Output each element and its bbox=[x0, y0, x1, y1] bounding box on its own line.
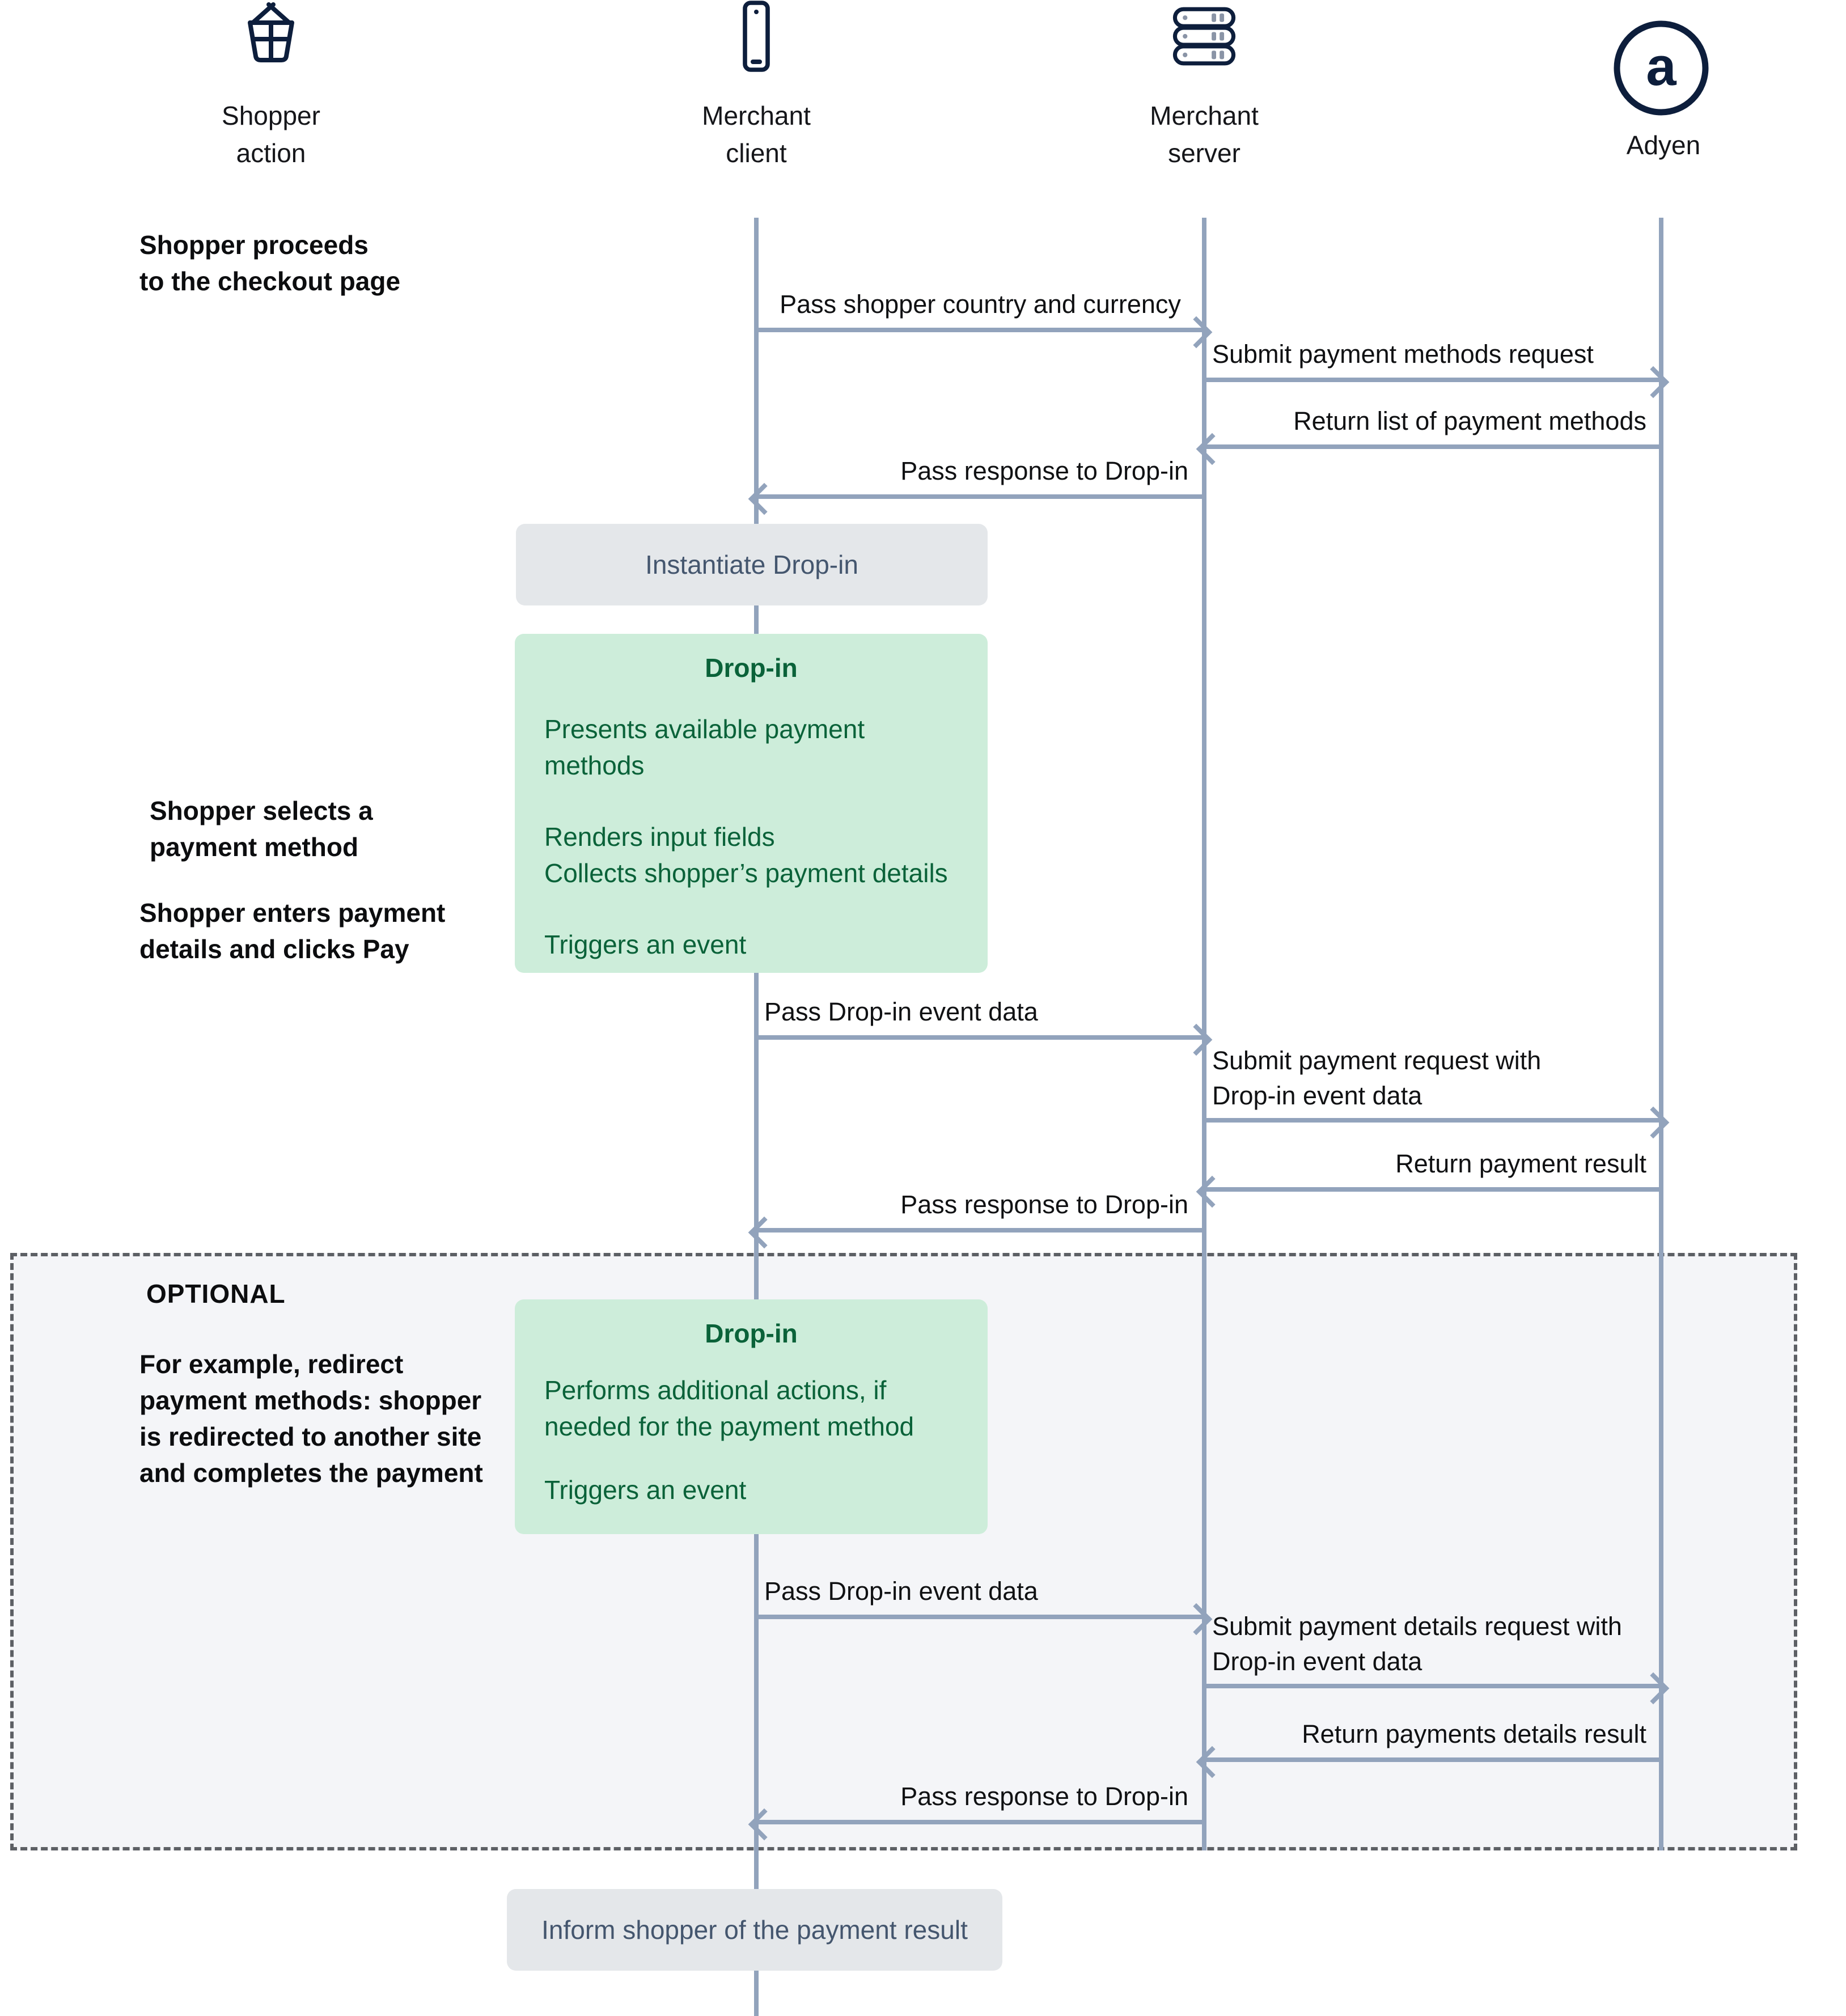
arrow-return-payment-result bbox=[1204, 1187, 1661, 1192]
server-icon bbox=[1172, 7, 1236, 66]
message-pass-event-data-2: Pass Drop-in event data bbox=[764, 1577, 1038, 1606]
arrow-pass-country-currency bbox=[756, 328, 1204, 332]
box-dropin-2-title: Drop-in bbox=[705, 1319, 798, 1348]
box-instantiate-dropin-label: Instantiate Drop-in bbox=[645, 549, 858, 579]
message-submit-payment-request: Submit payment request with Drop-in even… bbox=[1212, 1047, 1542, 1110]
arrow-pass-event-data-1 bbox=[756, 1035, 1204, 1040]
lifeline-adyen bbox=[1659, 218, 1663, 1850]
message-pass-response-3: Pass response to Drop-in bbox=[900, 1782, 1188, 1811]
message-submit-payment-details-request: Submit payment details request with Drop… bbox=[1212, 1612, 1622, 1676]
basket-icon bbox=[248, 2, 294, 62]
box-dropin-1-line-triggers: Triggers an event bbox=[544, 930, 747, 959]
box-inform-shopper: Inform shopper of the payment result bbox=[507, 1889, 1002, 1971]
arrow-pass-response-2 bbox=[756, 1228, 1204, 1233]
svg-text:a: a bbox=[1646, 36, 1676, 97]
lifeline-merchant-client bbox=[754, 218, 759, 2016]
message-pass-country-currency: Pass shopper country and currency bbox=[780, 290, 1181, 319]
phone-icon bbox=[743, 1, 770, 72]
arrow-pass-event-data-2 bbox=[756, 1615, 1204, 1619]
box-dropin-1-line-renders-collects: Renders input fields Collects shopper’s … bbox=[544, 822, 948, 888]
arrow-pass-response-1 bbox=[756, 494, 1204, 499]
actor-label-merchant-client: Merchant client bbox=[702, 101, 811, 168]
actor-label-shopper-action: Shopper action bbox=[222, 101, 320, 168]
annotation-shopper-enters: Shopper enters payment details and click… bbox=[139, 898, 446, 964]
message-submit-payment-methods-request: Submit payment methods request bbox=[1212, 340, 1594, 369]
optional-title: OPTIONAL bbox=[146, 1279, 286, 1308]
arrow-submit-payment-request bbox=[1204, 1118, 1661, 1123]
box-dropin-2-line-performs: Performs additional actions, if needed f… bbox=[544, 1375, 914, 1441]
annotation-shopper-selects: Shopper selects a payment method bbox=[150, 796, 373, 862]
arrow-return-payment-details-result bbox=[1204, 1757, 1661, 1762]
arrow-submit-payment-methods-request bbox=[1204, 378, 1661, 382]
actor-label-merchant-server: Merchant server bbox=[1150, 101, 1259, 168]
box-dropin-1: Drop-in Presents available payment metho… bbox=[515, 634, 988, 973]
message-pass-event-data-1: Pass Drop-in event data bbox=[764, 998, 1038, 1026]
annotation-optional-note: For example, redirect payment methods: s… bbox=[139, 1349, 483, 1488]
box-dropin-2-line-triggers: Triggers an event bbox=[544, 1475, 747, 1505]
box-dropin-1-line-presents: Presents available payment methods bbox=[544, 714, 865, 780]
arrow-pass-response-3 bbox=[756, 1820, 1204, 1824]
message-pass-response-1: Pass response to Drop-in bbox=[900, 457, 1188, 485]
box-dropin-1-title: Drop-in bbox=[705, 653, 798, 683]
message-return-payment-methods: Return list of payment methods bbox=[1293, 407, 1646, 435]
arrow-submit-payment-details-request bbox=[1204, 1684, 1661, 1688]
box-dropin-2: Drop-in Performs additional actions, if … bbox=[515, 1299, 988, 1534]
annotation-shopper-checkout: Shopper proceeds to the checkout page bbox=[139, 230, 401, 296]
message-return-payment-result: Return payment result bbox=[1395, 1150, 1646, 1178]
actor-label-adyen: Adyen bbox=[1626, 130, 1701, 160]
box-instantiate-dropin: Instantiate Drop-in bbox=[516, 524, 988, 605]
message-return-payment-details-result: Return payments details result bbox=[1302, 1720, 1646, 1748]
adyen-logo: a bbox=[1614, 20, 1709, 116]
box-inform-shopper-label: Inform shopper of the payment result bbox=[541, 1915, 968, 1944]
message-pass-response-2: Pass response to Drop-in bbox=[900, 1191, 1188, 1219]
arrow-return-payment-methods bbox=[1204, 444, 1661, 449]
